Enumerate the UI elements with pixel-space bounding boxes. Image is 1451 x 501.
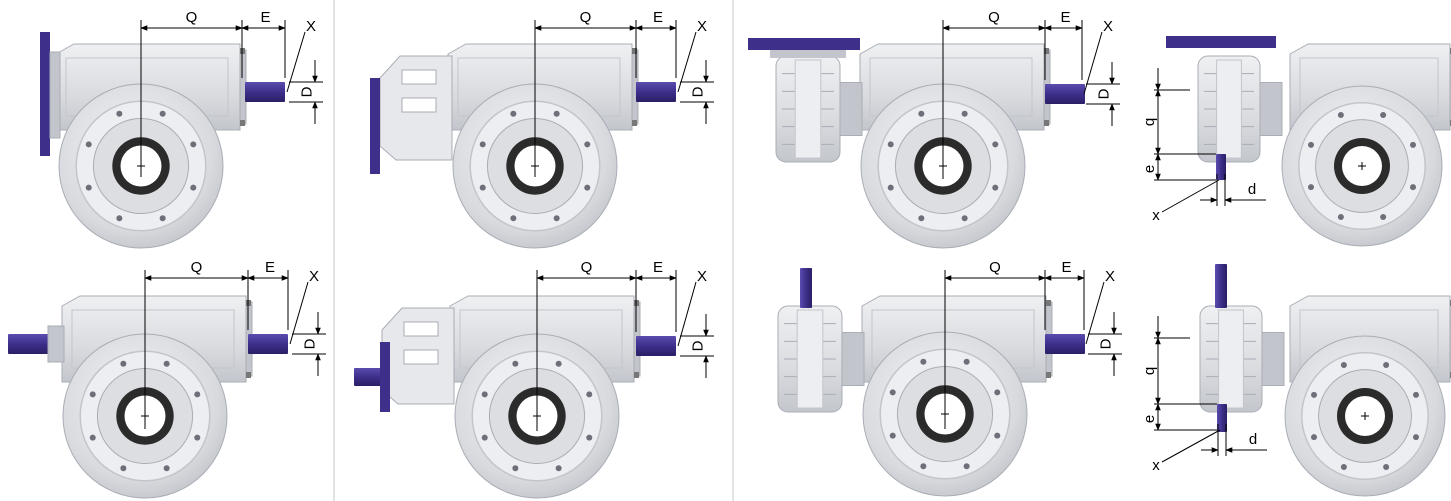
panel-3: Q E X D <box>748 9 1120 249</box>
dimension-X-leader <box>1083 31 1103 95</box>
input-shaft-icon <box>1215 264 1227 308</box>
dimension-E-label: E <box>653 9 663 26</box>
output-shaft-icon <box>1045 84 1085 104</box>
dimension-Q-label: Q <box>580 9 592 26</box>
adapter-housing-icon <box>379 55 453 161</box>
panel-8: q e x d <box>1141 264 1451 497</box>
worm-wheel-housing-icon <box>1281 85 1443 247</box>
panel-1: Q E X D <box>40 9 323 249</box>
motor-flange-icon <box>1166 36 1276 48</box>
dimension-X-label: X <box>697 18 707 35</box>
adapter-housing-icon <box>381 307 455 405</box>
dimension-E-label: E <box>653 259 663 276</box>
input-shaft-icon <box>1216 154 1226 180</box>
dimension-d-label: d <box>1248 181 1256 198</box>
dimension-x-leader <box>1161 429 1221 463</box>
dimension-q-label: q <box>1141 367 1158 375</box>
dimension-X-leader <box>1085 281 1105 345</box>
dimension-set-main: Q E X D <box>140 9 323 177</box>
dimension-X-leader <box>677 31 697 93</box>
dimension-D-label: D <box>1098 338 1115 349</box>
output-shaft-icon <box>636 82 676 102</box>
pre-stage-housing-icon <box>777 305 865 413</box>
dimension-set-secondary: q e x d <box>1141 68 1266 224</box>
pre-stage-housing-icon <box>775 55 863 163</box>
dimension-x-label: x <box>1152 207 1160 224</box>
dimension-set-main: Q E X D <box>144 259 326 429</box>
dimension-D-label: D <box>302 338 319 349</box>
dimension-x-leader <box>1161 179 1220 213</box>
output-shaft-icon <box>636 336 676 356</box>
dimension-e-label: e <box>1141 165 1158 173</box>
panel-dividers <box>333 0 734 501</box>
dimension-Q-label: Q <box>988 9 1000 26</box>
input-shaft-icon <box>8 334 50 354</box>
dimension-D-label: D <box>299 86 316 97</box>
dimension-set-secondary: q e x d <box>1141 316 1267 474</box>
dimension-X-label: X <box>697 268 707 285</box>
dimension-set-main: Q E X D <box>942 9 1120 179</box>
dimension-E-label: E <box>260 9 270 26</box>
dimension-X-label: X <box>1103 18 1113 35</box>
pre-stage-housing-icon <box>1199 305 1285 413</box>
output-shaft-icon <box>1045 334 1085 354</box>
dimension-X-leader <box>677 281 697 347</box>
dimension-E-label: E <box>1061 259 1071 276</box>
panel-6: Q E X D <box>354 259 714 499</box>
dimension-X-leader <box>289 281 309 345</box>
dimension-X-label: X <box>309 268 319 285</box>
dimension-set-main: Q E X D <box>536 259 714 431</box>
dimension-x-label: x <box>1152 457 1160 474</box>
dimension-set-main: Q E X D <box>944 259 1122 429</box>
panel-5: Q E X D <box>8 259 326 499</box>
panel-2: Q E X D <box>370 9 714 249</box>
panel-4: q e x d <box>1141 36 1451 247</box>
worm-wheel-housing-icon <box>1284 335 1446 497</box>
dimension-Q-label: Q <box>186 9 198 26</box>
dimension-Q-label: Q <box>581 259 593 276</box>
dimension-set-main: Q E X D <box>534 9 714 177</box>
input-shaft-icon <box>800 268 812 308</box>
dimension-X-label: X <box>306 18 316 35</box>
dimension-D-label: D <box>690 86 707 97</box>
dimension-D-label: D <box>690 340 707 351</box>
dimension-D-label: D <box>1096 88 1113 99</box>
motor-flange-icon <box>40 32 50 156</box>
dimension-Q-label: Q <box>191 259 203 276</box>
output-shaft-icon <box>245 82 285 102</box>
output-shaft-icon <box>248 334 288 354</box>
dimension-E-label: E <box>1060 9 1070 26</box>
dimension-q-label: q <box>1141 118 1158 126</box>
dimension-X-leader <box>286 31 306 93</box>
panel-7: Q E X D <box>777 259 1122 497</box>
dimension-d-label: d <box>1249 431 1257 448</box>
motor-flange-icon <box>370 78 380 174</box>
dimension-E-label: E <box>265 259 275 276</box>
motor-flange-icon <box>748 38 860 50</box>
dimension-Q-label: Q <box>989 259 1001 276</box>
dimension-e-label: e <box>1141 415 1158 423</box>
pre-stage-housing-icon <box>1197 55 1283 163</box>
dimension-X-label: X <box>1105 268 1115 285</box>
output-shaft-icon <box>1217 404 1227 432</box>
